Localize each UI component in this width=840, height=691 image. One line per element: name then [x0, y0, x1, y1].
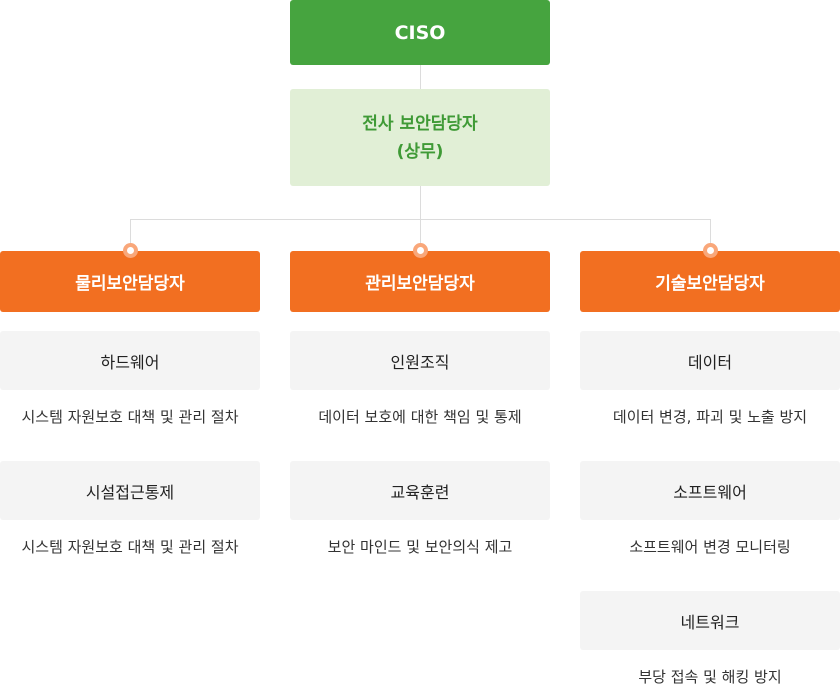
- item-education-training: 교육훈련: [290, 461, 550, 520]
- connector-ciso-exec: [420, 65, 421, 89]
- dept-administrative-security: 관리보안담당자: [290, 251, 550, 312]
- item-facility-access-control: 시설접근통제: [0, 461, 260, 520]
- item-description: 부당 접속 및 해킹 방지: [580, 661, 840, 691]
- item-name: 인원조직: [390, 352, 450, 372]
- item-personnel-organization: 인원조직: [290, 331, 550, 390]
- item-description-text: 보안 마인드 및 보안의식 제고: [327, 537, 513, 556]
- item-name: 소프트웨어: [673, 482, 747, 502]
- node-dot-icon: [123, 243, 138, 258]
- node-dot-icon: [413, 243, 428, 258]
- connector-branch-center: [420, 219, 421, 251]
- dept-title: 물리보안담당자: [75, 274, 185, 294]
- node-dot-icon: [703, 243, 718, 258]
- item-description: 데이터 보호에 대한 책임 및 통제: [290, 401, 550, 431]
- ciso-node: CISO: [290, 0, 550, 65]
- item-network: 네트워크: [580, 591, 840, 650]
- item-description: 보안 마인드 및 보안의식 제고: [290, 531, 550, 561]
- item-name: 데이터: [687, 352, 733, 372]
- item-description: 시스템 자원보호 대책 및 관리 절차: [0, 531, 260, 561]
- item-description-text: 부당 접속 및 해킹 방지: [638, 667, 782, 686]
- item-software: 소프트웨어: [580, 461, 840, 520]
- item-description: 시스템 자원보호 대책 및 관리 절차: [0, 401, 260, 431]
- connector-exec-branch: [420, 186, 421, 220]
- exec-title: 전사 보안담당자: [362, 113, 478, 134]
- item-hardware: 하드웨어: [0, 331, 260, 390]
- connector-branch-right: [710, 219, 711, 251]
- item-description: 데이터 변경, 파괴 및 노출 방지: [580, 401, 840, 431]
- item-name: 시설접근통제: [85, 482, 175, 502]
- item-data: 데이터: [580, 331, 840, 390]
- item-name: 교육훈련: [390, 482, 450, 502]
- dept-physical-security: 물리보안담당자: [0, 251, 260, 312]
- dept-title: 기술보안담당자: [655, 274, 765, 294]
- item-name: 네트워크: [680, 612, 740, 632]
- item-description-text: 데이터 변경, 파괴 및 노출 방지: [612, 407, 808, 426]
- dept-technical-security: 기술보안담당자: [580, 251, 840, 312]
- item-description-text: 시스템 자원보호 대책 및 관리 절차: [21, 407, 239, 426]
- connector-branch-left: [130, 219, 131, 251]
- item-description-text: 데이터 보호에 대한 책임 및 통제: [318, 407, 522, 426]
- item-name: 하드웨어: [100, 352, 160, 372]
- item-description-text: 시스템 자원보호 대책 및 관리 절차: [21, 537, 239, 556]
- item-description: 소프트웨어 변경 모니터링: [580, 531, 840, 561]
- ciso-label: CISO: [394, 21, 446, 44]
- exec-position: (상무): [396, 141, 444, 162]
- item-description-text: 소프트웨어 변경 모니터링: [629, 537, 791, 556]
- dept-title: 관리보안담당자: [365, 274, 475, 294]
- exec-security-officer-node: 전사 보안담당자 (상무): [290, 89, 550, 186]
